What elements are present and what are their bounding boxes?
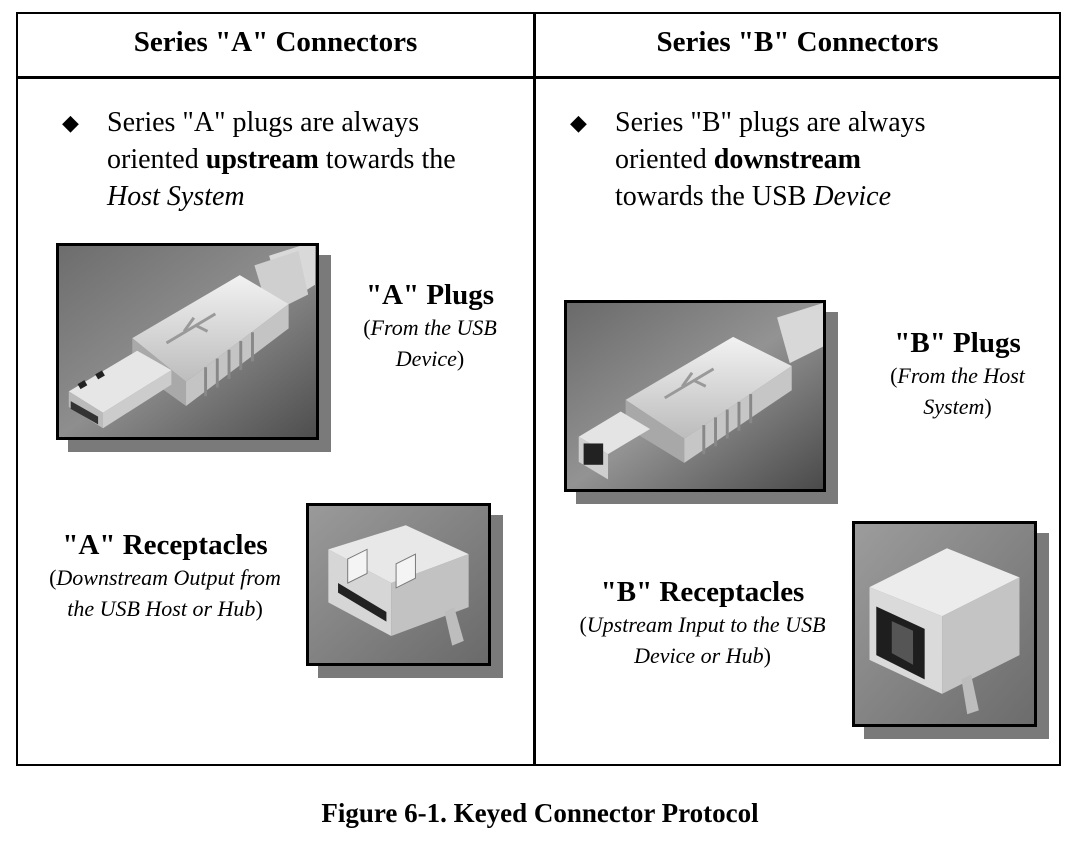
diamond-icon: ◆ — [62, 110, 79, 135]
series-b-header: Series "B" Connectors — [656, 26, 939, 58]
b-plugs-label: "B" Plugs (From the Host System) — [870, 326, 1045, 422]
bullet-emphasis: downstream — [713, 144, 862, 175]
bullet-text: USB — [751, 181, 814, 212]
bullet-text: towards the — [615, 181, 752, 212]
diamond-icon: ◆ — [570, 110, 587, 135]
a-plugs-title: "A" Plugs — [365, 279, 495, 311]
a-receptacles-title: "A" Receptacles — [62, 529, 268, 561]
bullet-italic: Host System — [107, 181, 245, 212]
bullet-text: Series "B" plugs are always oriented — [615, 107, 926, 175]
usb-trident-icon — [165, 312, 217, 345]
a-plugs-subtitle: From the USB Device — [370, 315, 497, 371]
b-plugs-title: "B" Plugs — [894, 327, 1021, 359]
bullet-italic: Device — [813, 181, 892, 212]
bullet-text: towards the — [318, 144, 456, 175]
figure-caption: Figure 6-1. Keyed Connector Protocol — [321, 798, 759, 828]
bullet-text: Series "A" plugs are always oriented — [107, 107, 420, 175]
header-divider — [16, 76, 1061, 79]
b-plugs-subtitle: From the Host System — [897, 363, 1025, 419]
a-receptacles-label: "A" Receptacles (Downstream Output from … — [40, 528, 290, 624]
series-a-header: Series "A" Connectors — [133, 26, 418, 58]
figure-table — [16, 12, 1061, 766]
b-receptacle-photo — [852, 521, 1037, 727]
usb-trident-icon — [663, 367, 715, 400]
a-receptacle-photo — [306, 503, 491, 666]
b-receptacles-subtitle: Upstream Input to the USB Device or Hub — [586, 612, 826, 668]
column-divider — [533, 12, 536, 766]
b-receptacles-title: "B" Receptacles — [600, 576, 805, 608]
a-plugs-label: "A" Plugs (From the USB Device) — [340, 278, 520, 374]
bullet-emphasis: upstream — [205, 144, 319, 175]
a-receptacles-subtitle: Downstream Output from the USB Host or H… — [56, 565, 281, 621]
a-plug-photo — [56, 243, 319, 440]
b-plug-photo — [564, 300, 826, 492]
b-receptacles-label: "B" Receptacles (Upstream Input to the U… — [570, 575, 835, 671]
